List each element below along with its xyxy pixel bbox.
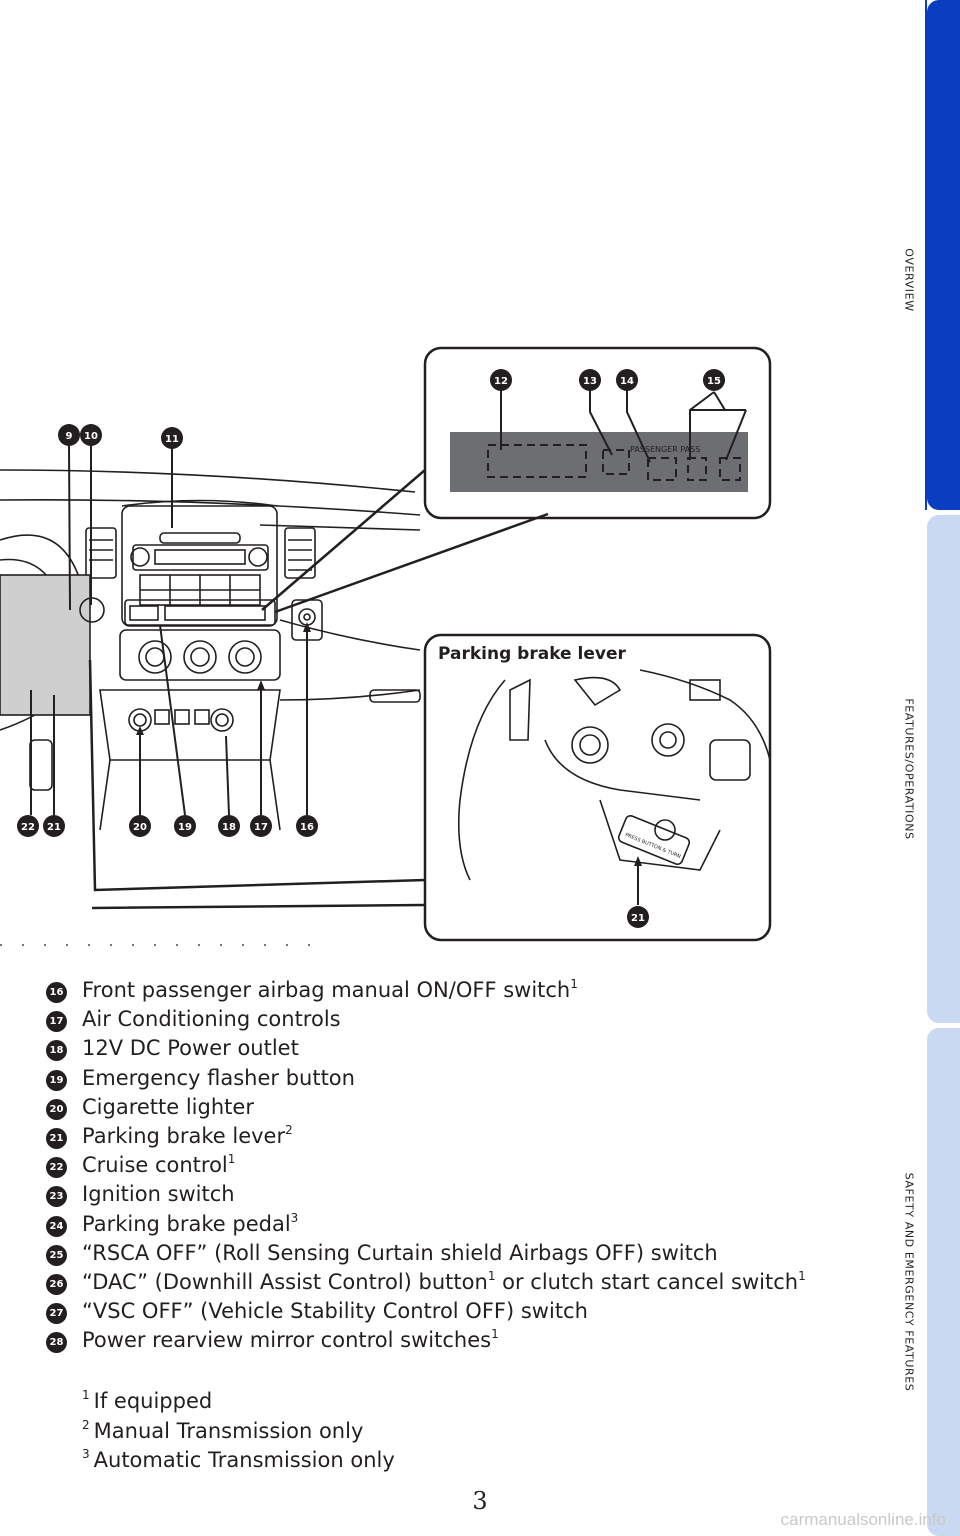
svg-text:19: 19 bbox=[178, 822, 192, 833]
svg-text:22: 22 bbox=[21, 822, 35, 833]
callout-10: 10 bbox=[80, 424, 102, 446]
legend-text: Air Conditioning controls bbox=[82, 1007, 341, 1032]
watermark: carmanualsonline.info bbox=[780, 1510, 946, 1529]
number-badge: 16 bbox=[46, 982, 67, 1003]
tab-label-overview: OVERVIEW bbox=[902, 248, 916, 312]
number-badge: 21 bbox=[46, 1127, 67, 1149]
number-badge: 24 bbox=[46, 1215, 67, 1237]
tab-label-features-operations: FEATURES/OPERATIONS bbox=[902, 698, 916, 840]
svg-text:14: 14 bbox=[620, 376, 634, 387]
number-badge: 23 bbox=[46, 1186, 67, 1208]
tab-overview[interactable] bbox=[927, 0, 960, 510]
dashboard-illustration: PASSENGER PASS PRESS BUTTON & TURN Parki… bbox=[0, 346, 772, 946]
number-badge: 18 bbox=[46, 1040, 67, 1062]
callout-21: 21 bbox=[43, 815, 65, 837]
legend-item: 24 Parking brake pedal3 bbox=[46, 1211, 866, 1240]
callout-22: 22 bbox=[17, 815, 39, 837]
legend-item: 25 “RSCA OFF” (Roll Sensing Curtain shie… bbox=[46, 1240, 866, 1269]
legend-item: 20 Cigarette lighter bbox=[46, 1094, 866, 1123]
callout-17: 17 bbox=[250, 815, 272, 837]
svg-text:13: 13 bbox=[583, 376, 597, 387]
legend-text: “VSC OFF” (Vehicle Stability Control OFF… bbox=[82, 1299, 588, 1324]
legend-text: “DAC” (Downhill Assist Control) button1 … bbox=[82, 1268, 806, 1294]
svg-text:9: 9 bbox=[66, 431, 73, 442]
legend-list: 16 Front passenger airbag manual ON/OFF … bbox=[46, 977, 866, 1356]
airbag-panel-text: PASSENGER PASS bbox=[630, 445, 700, 454]
legend-item: 19 Emergency flasher button bbox=[46, 1065, 866, 1094]
number-badge: 20 bbox=[46, 1098, 67, 1120]
callout-9: 9 bbox=[58, 424, 80, 446]
number-badge: 25 bbox=[46, 1244, 67, 1266]
legend-text: Power rearview mirror control switches1 bbox=[82, 1327, 499, 1353]
legend-text: Cruise control1 bbox=[82, 1152, 236, 1178]
parking-brake-caption: Parking brake lever bbox=[438, 644, 626, 664]
tab-label-safety-emergency: SAFETY AND EMERGENCY FEATURES bbox=[902, 1172, 916, 1392]
number-badge: 19 bbox=[46, 1069, 67, 1091]
svg-text:17: 17 bbox=[254, 822, 268, 833]
callout-13: 13 bbox=[579, 369, 601, 391]
legend-item: 26 “DAC” (Downhill Assist Control) butto… bbox=[46, 1269, 866, 1298]
number-badge: 17 bbox=[46, 1011, 67, 1033]
callout-19: 19 bbox=[174, 815, 196, 837]
svg-text:18: 18 bbox=[222, 822, 236, 833]
svg-text:12: 12 bbox=[494, 376, 508, 387]
legend-item: 16 Front passenger airbag manual ON/OFF … bbox=[46, 977, 866, 1006]
legend-item: 23 Ignition switch bbox=[46, 1181, 866, 1210]
tab-features-operations[interactable] bbox=[927, 515, 960, 1023]
callout-11: 11 bbox=[161, 427, 183, 449]
number-badge: 26 bbox=[46, 1273, 67, 1295]
svg-text:20: 20 bbox=[133, 822, 147, 833]
tab-divider bbox=[925, 0, 927, 510]
callout-inset-21: 21 bbox=[627, 906, 649, 928]
page-number: 3 bbox=[472, 1487, 488, 1515]
number-badge: 28 bbox=[46, 1332, 67, 1354]
legend-item: 17 Air Conditioning controls bbox=[46, 1006, 866, 1035]
svg-text:10: 10 bbox=[84, 431, 98, 442]
tab-safety-emergency[interactable] bbox=[927, 1028, 960, 1536]
legend-text: Parking brake lever2 bbox=[82, 1122, 293, 1148]
callout-16: 16 bbox=[296, 815, 318, 837]
legend-text: Emergency flasher button bbox=[82, 1065, 355, 1090]
legend-text: Ignition switch bbox=[82, 1182, 235, 1207]
svg-text:21: 21 bbox=[47, 822, 61, 833]
callout-12: 12 bbox=[490, 369, 512, 391]
legend-item: 21 Parking brake lever2 bbox=[46, 1123, 866, 1152]
legend-text: Parking brake pedal3 bbox=[82, 1210, 299, 1236]
callout-14: 14 bbox=[616, 369, 638, 391]
legend-text: Front passenger airbag manual ON/OFF swi… bbox=[82, 977, 578, 1002]
callout-18: 18 bbox=[218, 815, 240, 837]
svg-text:16: 16 bbox=[300, 822, 314, 833]
legend-item: 18 12V DC Power outlet bbox=[46, 1035, 866, 1064]
legend-text: “RSCA OFF” (Roll Sensing Curtain shield … bbox=[82, 1240, 718, 1265]
legend-text: Cigarette lighter bbox=[82, 1094, 254, 1119]
callout-15: 15 bbox=[703, 369, 725, 391]
number-badge: 27 bbox=[46, 1303, 67, 1325]
number-badge: 22 bbox=[46, 1157, 67, 1179]
legend-item: 28 Power rearview mirror control switche… bbox=[46, 1327, 866, 1356]
callout-20: 20 bbox=[129, 815, 151, 837]
svg-text:15: 15 bbox=[707, 376, 721, 387]
legend-item: 27 “VSC OFF” (Vehicle Stability Control … bbox=[46, 1298, 866, 1327]
legend-text: 12V DC Power outlet bbox=[82, 1036, 299, 1061]
legend-item: 22 Cruise control1 bbox=[46, 1152, 866, 1181]
svg-text:11: 11 bbox=[165, 434, 179, 445]
svg-text:21: 21 bbox=[631, 913, 645, 924]
